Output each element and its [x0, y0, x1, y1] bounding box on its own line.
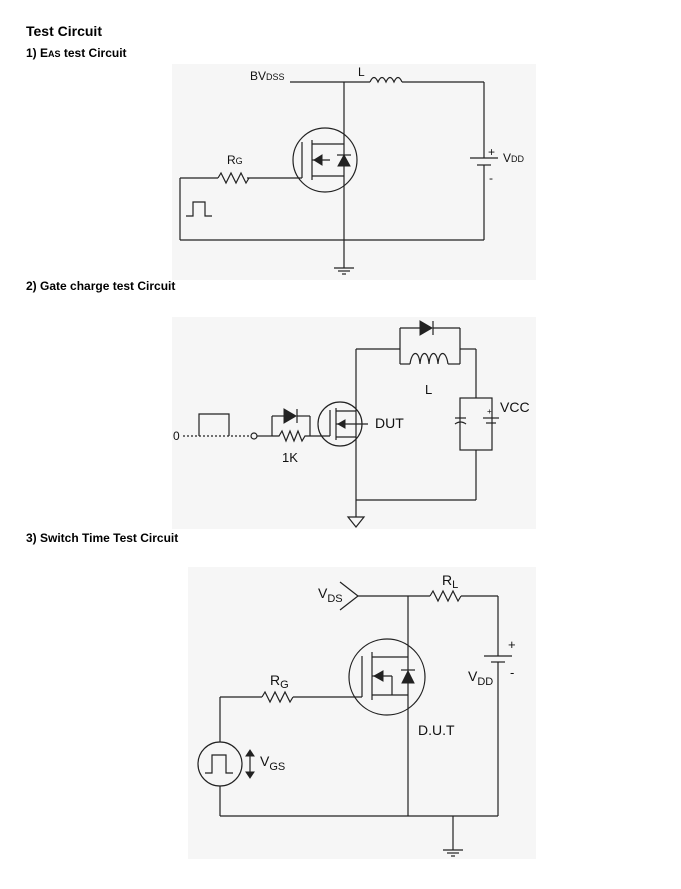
st-vgs-label: VGS	[260, 753, 285, 773]
eas-bvdss-label: BVDSS	[250, 69, 285, 83]
eas-l-label: L	[358, 65, 365, 79]
gc-diode	[283, 408, 297, 424]
section-heading-switch-time: 3) Switch Time Test Circuit	[26, 531, 179, 545]
gc-l-label: L	[425, 382, 432, 397]
eas-mosfet-arrow	[313, 154, 323, 166]
st-rg-resistor	[261, 690, 294, 704]
gc-dut-label: DUT	[375, 415, 404, 431]
st-vds-label: VDS	[318, 585, 343, 605]
gc-inductor	[409, 352, 449, 365]
st-pulse-source	[197, 741, 243, 787]
st-vgs-arrowhead-down	[245, 771, 255, 779]
gc-fwd-diode	[419, 320, 433, 336]
page-title: Test Circuit	[26, 23, 102, 39]
eas-rg-resistor	[217, 171, 250, 185]
st-vdd-label: VDD	[468, 668, 493, 688]
st-pulse-icon	[205, 754, 233, 774]
heading-eas-rest: test Circuit	[60, 46, 127, 60]
st-plus-label: +	[508, 637, 516, 652]
eas-plus-label: +	[488, 145, 495, 159]
eas-pulse-icon	[186, 201, 212, 217]
eas-circuit-panel	[172, 64, 536, 280]
st-mosfet-arrow	[372, 670, 384, 682]
st-rg-label: RG	[270, 672, 289, 691]
st-rl-resistor	[429, 589, 462, 603]
gc-mosfet-arrow	[336, 419, 346, 429]
gc-1k-resistor	[272, 429, 310, 443]
st-dut-label: D.U.T	[418, 722, 455, 738]
st-mosfet-circle	[348, 638, 426, 716]
eas-inductor	[369, 76, 403, 84]
st-minus-label: -	[510, 665, 514, 680]
eas-mosfet-circle	[292, 127, 358, 193]
gc-cap1-plate-b	[454, 421, 467, 425]
eas-rg-label: RG	[227, 153, 243, 167]
gc-zero-label: 0	[173, 429, 180, 443]
heading-eas-sub: AS	[48, 49, 61, 59]
heading-eas-text: 1) E	[26, 46, 49, 60]
st-vds-probe-icon	[339, 581, 359, 611]
st-rl-label: RL	[442, 572, 458, 591]
gc-1k-label: 1K	[282, 450, 298, 465]
section-heading-gate-charge: 2) Gate charge test Circuit	[26, 279, 176, 293]
gc-pulse-icon	[198, 413, 230, 436]
gc-cap-plus-sign: +	[487, 407, 492, 416]
st-vgs-arrowhead-up	[245, 749, 255, 757]
eas-minus-label: -	[489, 171, 493, 185]
gate-charge-panel	[172, 317, 536, 529]
eas-vdd-label: VDD	[503, 151, 525, 165]
gc-ground-icon	[346, 516, 366, 528]
gc-vcc-label: VCC	[500, 399, 530, 415]
section-heading-eas: 1) EAS test Circuit	[26, 46, 127, 60]
switch-time-panel	[188, 567, 536, 859]
st-body-diode	[401, 669, 415, 684]
